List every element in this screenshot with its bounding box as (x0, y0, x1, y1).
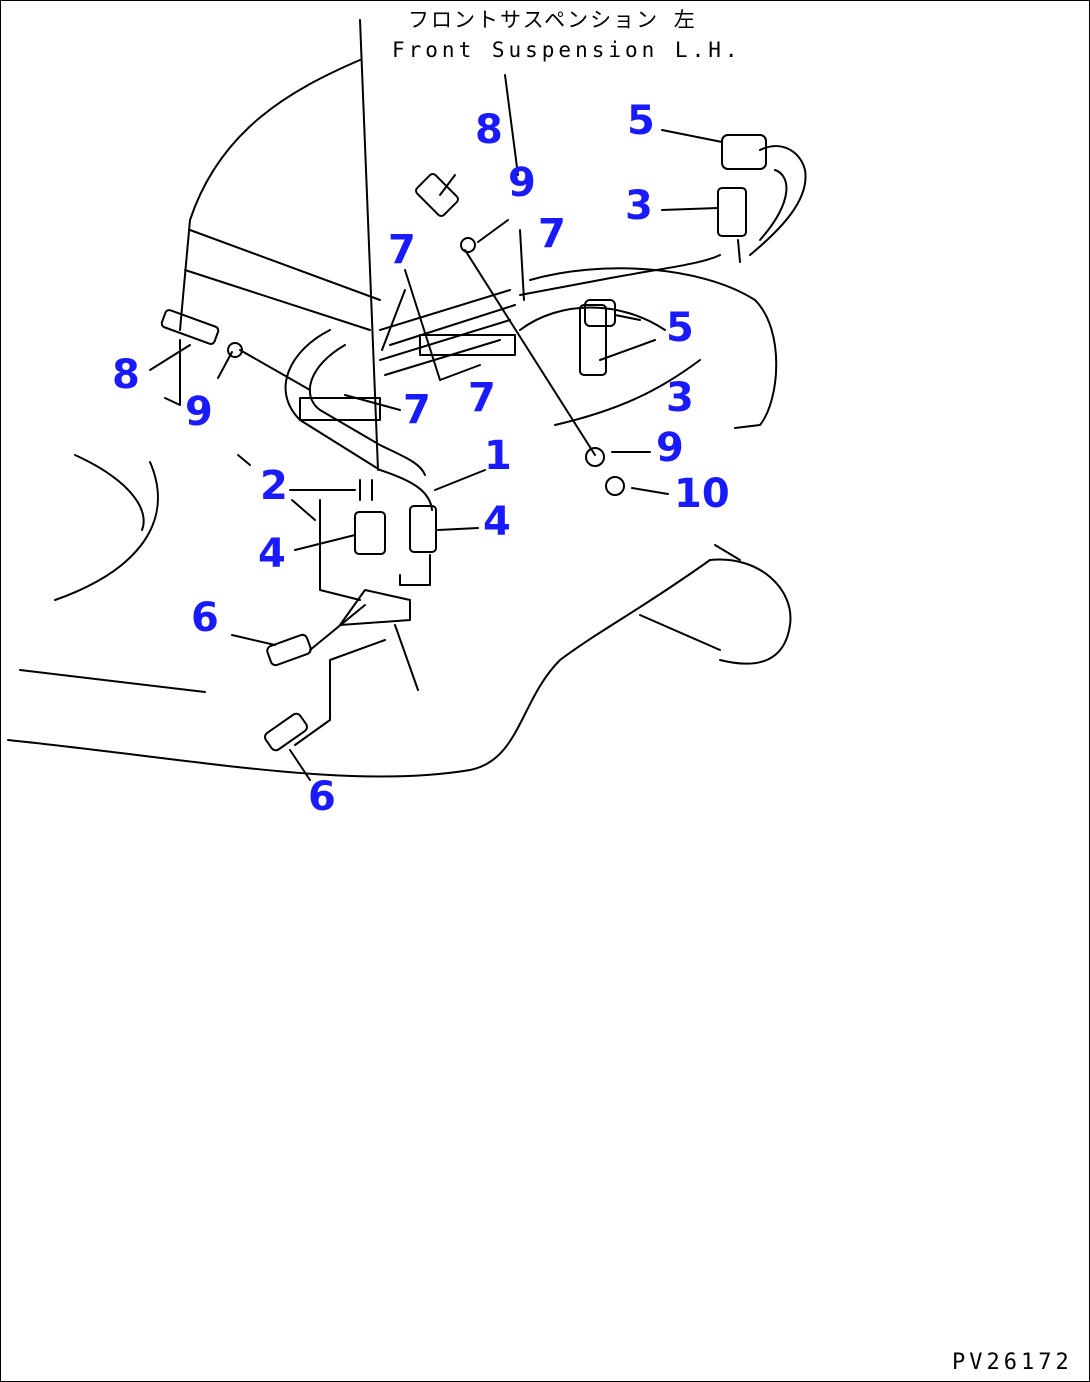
hose-assembly (284, 145, 807, 601)
callout-7-upper-right: 7 (538, 211, 566, 257)
bracket (339, 589, 411, 626)
elbow-5-lower (584, 299, 616, 327)
sensor-6-lower (264, 712, 308, 752)
fittings (160, 134, 767, 752)
fitting-3-upper (717, 187, 747, 237)
callout-9-right: 9 (656, 425, 684, 471)
callout-9-left: 9 (185, 389, 213, 435)
callout-3-lower: 3 (666, 375, 694, 421)
callout-3-upper: 3 (625, 183, 653, 229)
callout-7-lower-right: 7 (468, 375, 496, 421)
callout-7-upper-left: 7 (388, 227, 416, 273)
elbow-5-upper (721, 134, 767, 170)
document-code: PV26172 (952, 1350, 1073, 1375)
callout-5-upper: 5 (627, 98, 655, 144)
callout-1: 1 (484, 433, 512, 479)
title-english: Front Suspension L.H. (392, 38, 742, 62)
washer-9-upper (460, 237, 476, 253)
callout-2: 2 (260, 463, 288, 509)
callout-5-lower: 5 (666, 305, 694, 351)
callout-9-upper: 9 (508, 160, 536, 206)
callout-4-left: 4 (258, 531, 286, 577)
washer-9-right (585, 447, 605, 467)
fitting-3-lower (579, 304, 607, 376)
clamp-7-left (299, 397, 381, 421)
callout-6-lower: 6 (308, 774, 336, 820)
title-japanese: フロントサスペンション 左 (408, 8, 697, 32)
callout-8-upper: 8 (475, 107, 503, 153)
leader-lines (149, 74, 723, 781)
callout-7-lower-left: 7 (403, 387, 431, 433)
clamp-7-mid (419, 334, 516, 356)
fitting-4-left (354, 511, 386, 555)
bolt-8-left (160, 309, 220, 345)
nut-10 (605, 476, 625, 496)
callout-8-left: 8 (112, 352, 140, 398)
callout-10: 10 (674, 471, 730, 517)
vehicle-body-outline (7, 19, 792, 778)
fitting-4-right (409, 505, 437, 553)
sensor-6-upper (266, 633, 312, 667)
callout-6-upper: 6 (191, 595, 219, 641)
callout-4-right: 4 (483, 499, 511, 545)
